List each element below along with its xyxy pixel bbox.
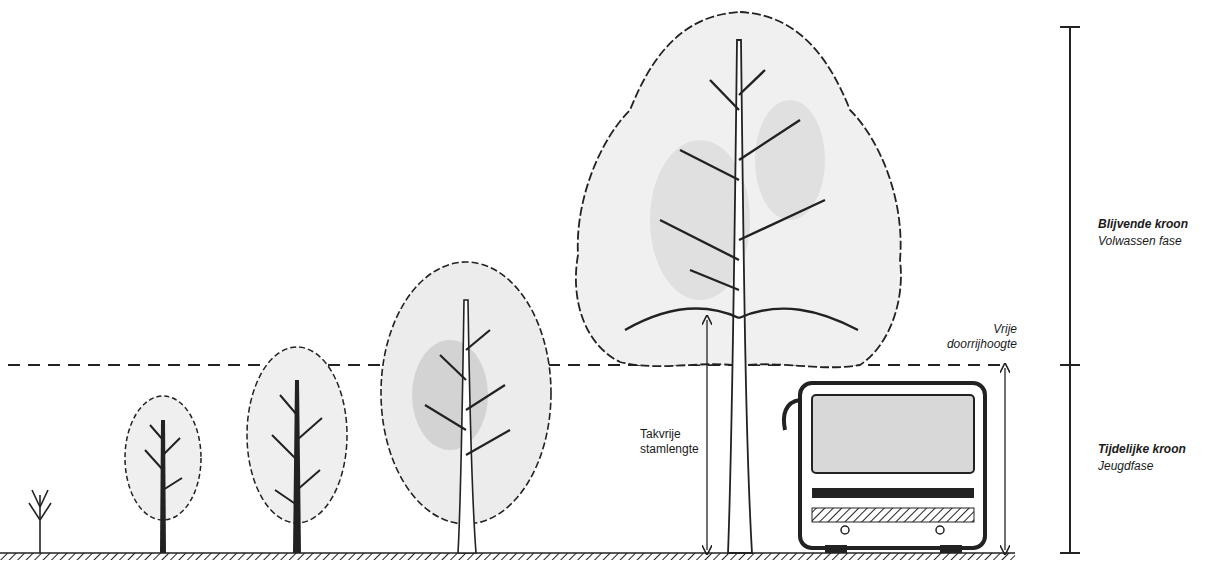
phase-bracket — [1060, 27, 1080, 553]
young-tree — [381, 262, 551, 553]
dimension-label: Takvrije stamlengte — [640, 427, 702, 457]
young-tree — [125, 396, 201, 553]
phase-subtitle: Jeugdfase — [1098, 459, 1203, 474]
young-tree — [247, 347, 347, 553]
dimension-label: Vrije doorrijhoogte — [935, 322, 1017, 352]
phase-subtitle: Volwassen fase — [1098, 234, 1203, 249]
ground — [0, 553, 1015, 560]
phase-title: Tijdelijke kroon — [1098, 442, 1203, 457]
sapling — [29, 490, 51, 553]
bus — [784, 383, 985, 553]
stem-length-arrow — [706, 320, 707, 550]
phase-title: Blijvende kroon — [1098, 217, 1203, 232]
clearance-arrow — [1004, 368, 1005, 550]
